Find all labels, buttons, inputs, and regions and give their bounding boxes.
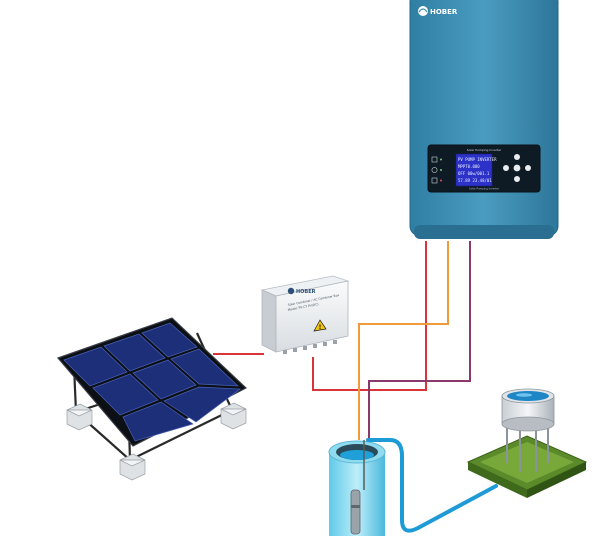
logo-mark-icon bbox=[418, 6, 428, 16]
inverter-logo: HOBER bbox=[418, 6, 458, 16]
borehole-well bbox=[328, 440, 386, 536]
lcd-line-1: PV PUMP INVERTER bbox=[458, 157, 497, 162]
inverter-brand: HOBER bbox=[430, 8, 458, 16]
logo-mark-icon bbox=[287, 287, 295, 295]
lcd-line-2: MPPT0.000 bbox=[458, 164, 480, 169]
inverter-control-panel: Solar Pumping Inverter PV PUMP INVERTER … bbox=[427, 144, 541, 193]
combiner-box: HOBER Solar Combiner / AC Combiner Box M… bbox=[260, 275, 350, 354]
panel-footings bbox=[66, 402, 247, 481]
ok-button[interactable] bbox=[513, 164, 521, 172]
cable-glands bbox=[283, 340, 337, 354]
power-indicator-icon bbox=[431, 167, 438, 173]
combiner-label-2: Model: PV-CT PV(DC) bbox=[287, 302, 318, 312]
right-button[interactable] bbox=[525, 165, 531, 171]
inverter-to-pump-cable-2 bbox=[368, 241, 471, 440]
combiner-logo: HOBER bbox=[287, 287, 316, 295]
wiring bbox=[213, 241, 471, 440]
pump-indicator-icon bbox=[431, 156, 438, 163]
panel-footer: Solar Pumping Inverter bbox=[469, 187, 500, 191]
lcd-line-4: 57.89 23.48/01 bbox=[458, 178, 492, 183]
water-delivery-pipe bbox=[366, 438, 498, 533]
keypad bbox=[503, 154, 531, 182]
lcd-line-3: OFF 00w/001.1 bbox=[458, 171, 490, 176]
pump-inverter: HOBER Solar Pumping Inverter PV PUMP INV… bbox=[409, 0, 559, 239]
water-storage-tank bbox=[466, 388, 588, 498]
svg-text:!: ! bbox=[319, 324, 322, 331]
panel-title: Solar Pumping Inverter bbox=[467, 148, 502, 152]
solar-cells bbox=[63, 322, 241, 442]
left-button[interactable] bbox=[503, 165, 509, 171]
lcd-screen: PV PUMP INVERTER MPPT0.000 OFF 00w/001.1… bbox=[455, 153, 497, 187]
inverter-to-pump-cable-1 bbox=[358, 241, 449, 440]
solar-panel-array bbox=[56, 317, 248, 481]
submersible-pump bbox=[350, 489, 361, 535]
up-button[interactable] bbox=[514, 154, 520, 160]
down-button[interactable] bbox=[514, 176, 520, 182]
indicator-column bbox=[431, 156, 442, 184]
warning-icon: ! bbox=[313, 319, 327, 332]
combiner-brand: HOBER bbox=[296, 289, 316, 295]
fault-indicator-icon bbox=[431, 177, 438, 184]
